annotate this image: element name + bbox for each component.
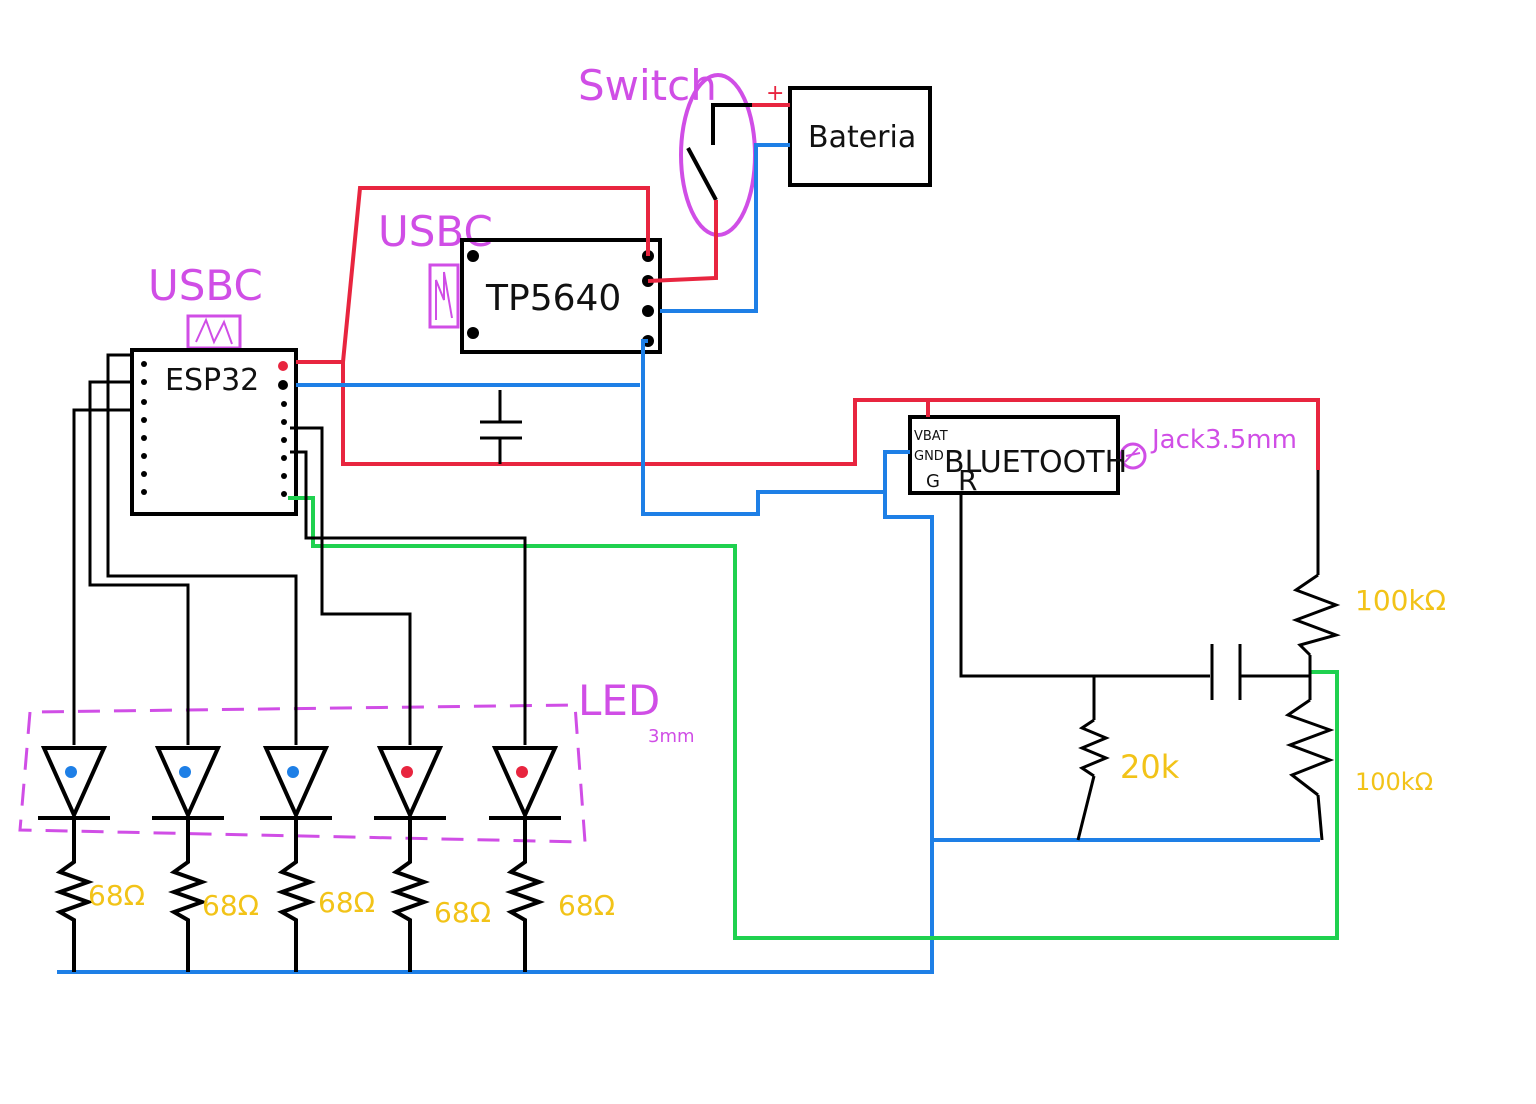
led-5-resistor xyxy=(505,818,545,972)
usbc-charger-hatch xyxy=(435,271,453,320)
r-led-2-value: 68Ω xyxy=(202,889,259,922)
bt-pin-vbat: VBAT xyxy=(914,429,948,444)
signal-wires xyxy=(288,496,1339,940)
led-row xyxy=(38,746,561,972)
led-5 xyxy=(489,746,561,972)
esp-label: ESP32 xyxy=(165,363,259,398)
usbc-esp-hatch xyxy=(195,317,233,345)
led-drive-wires xyxy=(72,353,527,745)
led-3-color-dot xyxy=(287,766,299,778)
esp-pin-power xyxy=(278,361,288,371)
led-5-color-dot xyxy=(516,766,528,778)
esp-box xyxy=(130,348,298,516)
led-3-resistor xyxy=(276,818,316,972)
detector-network xyxy=(959,470,1341,841)
led-5-triangle xyxy=(491,746,559,820)
led-4-triangle xyxy=(376,746,444,820)
usbc-esp-label: USBC xyxy=(148,261,263,310)
led-2-resistor xyxy=(168,818,208,972)
positive-wires xyxy=(296,103,1320,470)
r-led-5-value: 68Ω xyxy=(558,889,615,922)
bypass-capacitor xyxy=(480,390,522,464)
led-group-box xyxy=(18,703,587,844)
bluetooth-label: BLUETOOTH xyxy=(944,445,1127,480)
led-4-color-dot xyxy=(401,766,413,778)
r-mid-value: 20k xyxy=(1120,748,1180,786)
bt-pin-gnd: GND xyxy=(914,449,944,464)
usbc-charger-connector-icon xyxy=(428,263,460,329)
r-bottom-value: 100kΩ xyxy=(1355,768,1433,796)
r-led-3-value: 68Ω xyxy=(318,886,375,919)
bluetooth-box xyxy=(908,415,1120,495)
switch-contact xyxy=(711,103,752,145)
battery-plus-label: + xyxy=(766,81,784,106)
bt-pin-g: G xyxy=(926,471,940,492)
led-3 xyxy=(260,746,332,972)
bt-pin-r: R xyxy=(958,464,977,497)
esp-pins xyxy=(141,361,287,497)
r-led-4-value: 68Ω xyxy=(434,896,491,929)
ground-wires xyxy=(57,143,1320,974)
led-1-color-dot xyxy=(65,766,77,778)
led-size-label: 3mm xyxy=(648,726,695,747)
esp-pin-ground xyxy=(278,380,288,390)
led-2 xyxy=(152,746,224,972)
led-2-triangle xyxy=(154,746,222,820)
battery-box xyxy=(788,86,932,187)
charger-label: TP5640 xyxy=(485,278,621,319)
jack-icon xyxy=(1119,442,1147,470)
jack-icon-hatch xyxy=(1124,447,1141,463)
led-1 xyxy=(38,746,110,972)
usbc-charger-label: USBC xyxy=(378,207,493,256)
charger-box xyxy=(460,238,662,354)
switch-lever xyxy=(686,147,718,201)
led-3-triangle xyxy=(262,746,330,820)
switch-label: Switch xyxy=(578,61,717,110)
jack-label: Jack3.5mm xyxy=(1150,425,1297,455)
led-1-triangle xyxy=(40,746,108,820)
battery-label: Bateria xyxy=(808,120,916,155)
led-4 xyxy=(374,746,446,972)
led-group-label: LED xyxy=(578,676,660,725)
r-top-value: 100kΩ xyxy=(1355,584,1446,617)
led-1-resistor xyxy=(54,818,94,972)
led-4-resistor xyxy=(390,818,430,972)
r-led-1-value: 68Ω xyxy=(88,879,145,912)
led-2-color-dot xyxy=(179,766,191,778)
